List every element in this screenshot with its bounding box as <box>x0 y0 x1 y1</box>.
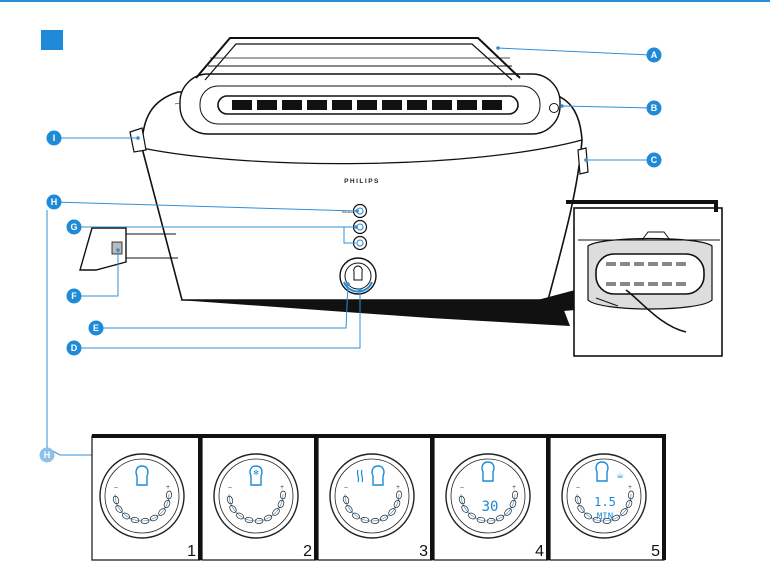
panel-number: 1 <box>187 543 196 560</box>
callout-F: F <box>66 288 82 304</box>
svg-text:D: D <box>71 343 78 353</box>
bottom-view-inset <box>566 200 723 357</box>
callout-C: C <box>646 152 662 168</box>
svg-text:E: E <box>93 323 99 333</box>
reheat-label: REHEAT <box>342 210 354 214</box>
browning-control-dial[interactable] <box>339 257 377 295</box>
callout-H: H <box>46 194 62 210</box>
top-rule <box>0 0 770 2</box>
callout-D: D <box>66 340 82 356</box>
svg-text:H: H <box>44 450 51 460</box>
display-panel-4: 30 4 <box>433 434 550 561</box>
display-panel-3: 3 <box>317 434 434 561</box>
svg-text:I: I <box>53 133 56 143</box>
svg-text:C: C <box>651 155 658 165</box>
svg-text:A: A <box>651 50 658 60</box>
time-unit: MIN <box>597 512 613 522</box>
callout-E: E <box>88 320 104 336</box>
reheat-icon <box>356 469 364 483</box>
panel-number: 5 <box>651 543 660 560</box>
svg-text:F: F <box>71 291 77 301</box>
section-marker <box>41 30 63 50</box>
svg-text:H: H <box>51 197 58 207</box>
display-panel-1: 1 <box>91 434 202 561</box>
callout-G: G <box>66 219 82 235</box>
toaster-body <box>79 37 589 326</box>
svg-text:G: G <box>70 222 77 232</box>
countdown-display: 30 <box>482 499 499 515</box>
callout-H-bottom: H <box>39 447 55 463</box>
svg-text:B: B <box>651 103 658 113</box>
snowflake-icon: ✻ <box>253 469 259 477</box>
display-panel-2: ✻ 2 <box>201 434 318 561</box>
panel-number: 3 <box>419 543 428 560</box>
cup-icon: ☕ <box>616 471 624 481</box>
callout-B: B <box>646 100 662 116</box>
callout-A: A <box>646 47 662 63</box>
display-panel-5: ☕ 1.5 MIN 5 <box>549 434 666 561</box>
panel-number: 4 <box>535 543 544 560</box>
time-display: 1.5 <box>594 495 616 509</box>
leader-lines <box>46 47 651 456</box>
brand-logo: PHILIPS <box>344 178 380 185</box>
callout-I: I <box>46 130 62 146</box>
panel-number: 2 <box>303 543 312 560</box>
